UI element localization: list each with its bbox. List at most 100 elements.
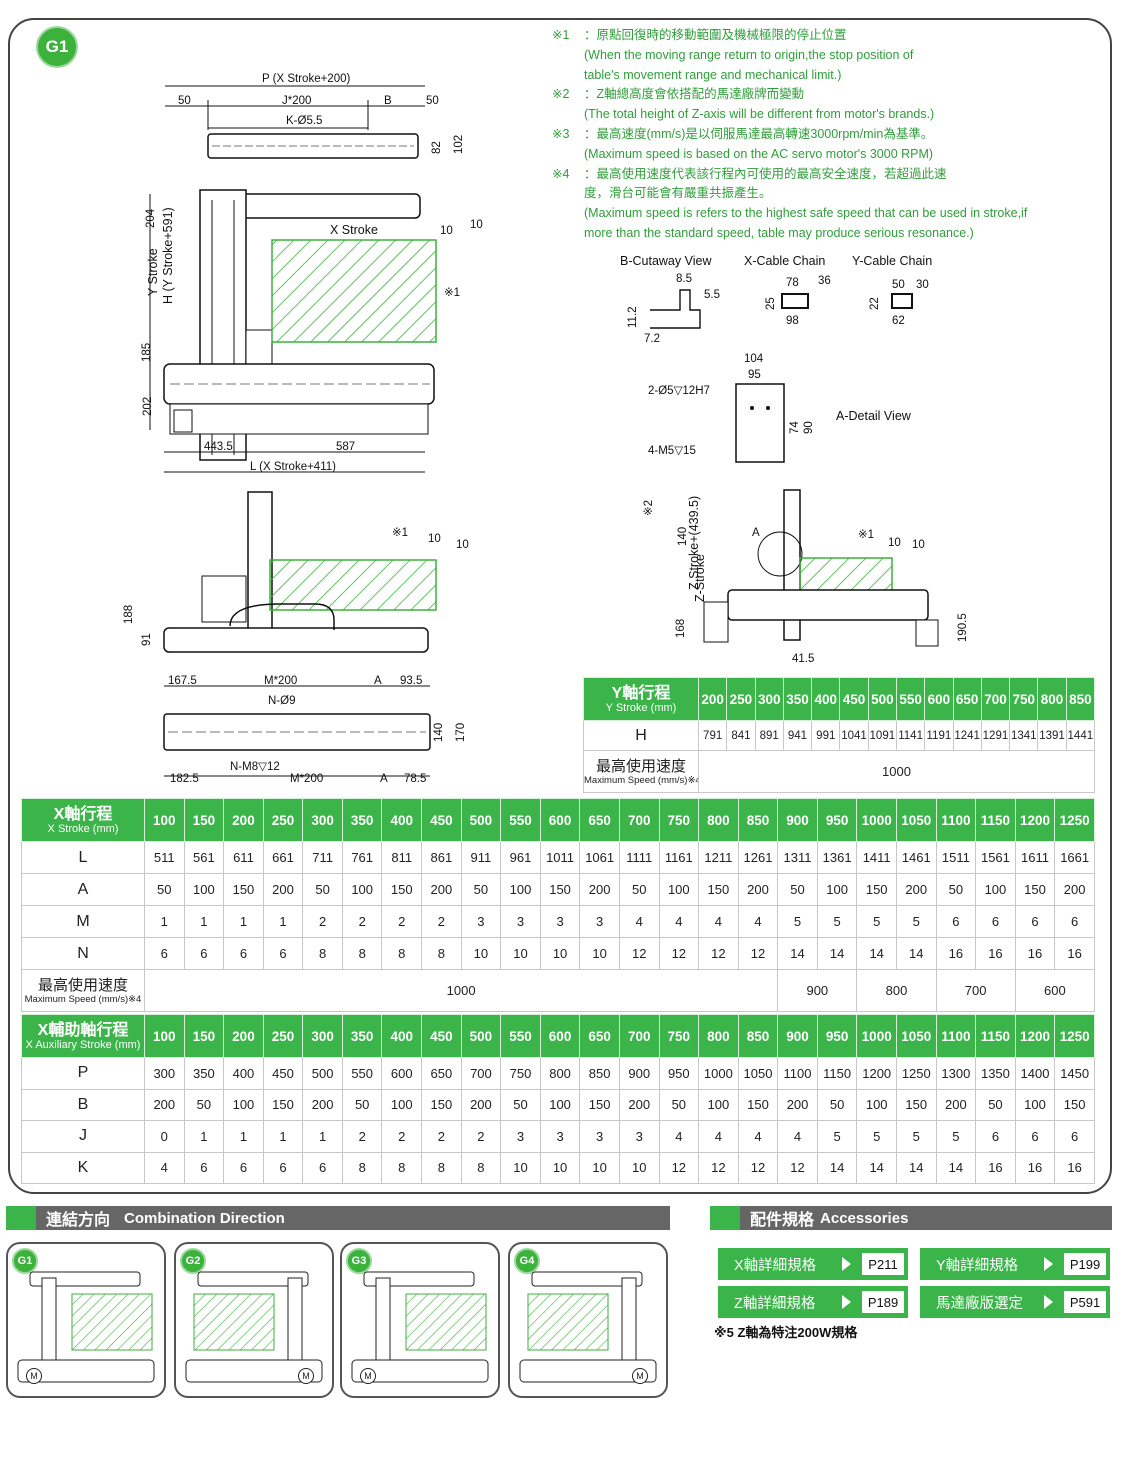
value-cell: 6 [302,1151,343,1184]
stroke-cell: 850 [1065,677,1096,721]
svg-text:30: 30 [916,279,929,291]
svg-text:2-Ø5▽12H7: 2-Ø5▽12H7 [648,385,710,397]
stroke-cell: 1050 [895,798,937,842]
svg-text:Y-Cable Chain: Y-Cable Chain [852,254,932,268]
svg-text:Z-Stroke: Z-Stroke [693,554,707,602]
value-cell: 1211 [698,841,739,874]
stroke-cell: 1150 [975,798,1016,842]
value-cell: 1 [183,1120,225,1153]
value-cell: 150 [421,1088,462,1121]
svg-text:140: 140 [677,527,689,546]
value-cell: 8 [421,1151,462,1184]
svg-text:168: 168 [675,619,687,638]
svg-text:587: 587 [336,441,355,453]
svg-text:93.5: 93.5 [400,675,422,687]
note-line: ※4：最高使用速度代表該行程內可使用的最高安全速度，若超過此速 [552,165,1092,185]
svg-text:50: 50 [426,95,439,107]
stroke-cell: 550 [500,798,541,842]
row-label: N [21,937,145,970]
z-view-drawing: ※2 Z Stroke+(439.5) Z-Stroke 140 168 A ※… [643,489,969,665]
svg-text:7.2: 7.2 [644,333,660,345]
value-cell: 16 [975,1151,1016,1184]
value-cell: 16 [1014,937,1056,970]
svg-text:443.5: 443.5 [204,441,233,453]
value-cell: 961 [500,841,541,874]
value-cell: 0 [144,1120,185,1153]
cutaway-cable-drawing: B-Cutaway View X-Cable Chain Y-Cable Cha… [620,254,932,345]
speed-cell: 1000 [143,969,779,1012]
svg-text:102: 102 [453,135,465,154]
value-cell: 200 [579,873,620,906]
value-cell: 10 [500,1151,541,1184]
value-cell: 6 [262,1151,304,1184]
note-line: ※1：原點回復時的移動範圍及機械極限的停止位置 [552,26,1092,46]
svg-text:4-M5▽15: 4-M5▽15 [648,445,696,457]
svg-text:74: 74 [789,421,801,434]
value-cell: 1361 [816,841,858,874]
value-cell: 6 [183,1151,225,1184]
value-cell: 1561 [975,841,1016,874]
a-detail-drawing: 104 95 2-Ø5▽12H7 4-M5▽15 74 90 A-Detail … [648,353,912,463]
value-cell: 6 [144,937,185,970]
motor-icon: M [26,1368,42,1384]
value-cell: 16 [975,937,1016,970]
value-cell: 3 [539,905,581,938]
value-cell: 12 [737,1151,779,1184]
arrow-right-icon [842,1257,851,1271]
combination-badge: G2 [180,1248,206,1274]
value-cell: 50 [618,873,660,906]
value-cell: 100 [223,1088,264,1121]
stroke-cell: 600 [539,798,581,842]
svg-text:A: A [752,527,760,539]
stroke-cell: 1250 [1054,1014,1095,1058]
value-cell: 661 [262,841,304,874]
dim-p: P (X Stroke+200) [262,73,350,85]
value-cell: 1261 [737,841,779,874]
value-cell: 16 [1054,937,1095,970]
value-cell: 841 [726,720,756,751]
speed-cell: 800 [856,969,937,1012]
value-cell: 2 [381,1120,423,1153]
note-key [552,184,584,204]
speed-label-cn: 最高使用速度 [595,757,686,775]
svg-text:B: B [384,95,392,107]
value-cell: 1000 [698,1057,739,1090]
value-cell: 8 [460,1151,502,1184]
svg-text:10: 10 [470,219,483,231]
value-cell: 4 [698,1120,739,1153]
value-cell: 8 [421,937,462,970]
stroke-cell: 300 [754,677,784,721]
value-cell: 711 [302,841,343,874]
value-cell: 150 [698,873,739,906]
value-cell: 5 [856,1120,897,1153]
accessory-label: Y軸詳細規格 [936,1257,1019,1274]
value-cell: 100 [381,1088,423,1121]
value-cell: 5 [935,1120,977,1153]
svg-text:50: 50 [178,95,191,107]
svg-text:Z Stroke+(439.5): Z Stroke+(439.5) [687,496,701,590]
svg-text:A: A [374,675,382,687]
svg-text:L (X Stroke+411): L (X Stroke+411) [250,461,336,473]
svg-text:K-Ø5.5: K-Ø5.5 [286,115,322,127]
note-key: ※1 [552,28,570,42]
value-cell: 14 [816,1151,858,1184]
value-cell: 4 [658,1120,700,1153]
speed-cell: 900 [777,969,858,1012]
value-cell: 6 [1014,905,1056,938]
bottom-view-drawing: 167.5 M*200 A 93.5 N-Ø9 140 170 N-M8▽12 … [163,675,467,785]
spec-frame [8,18,1112,1194]
stroke-cell: 800 [698,798,739,842]
